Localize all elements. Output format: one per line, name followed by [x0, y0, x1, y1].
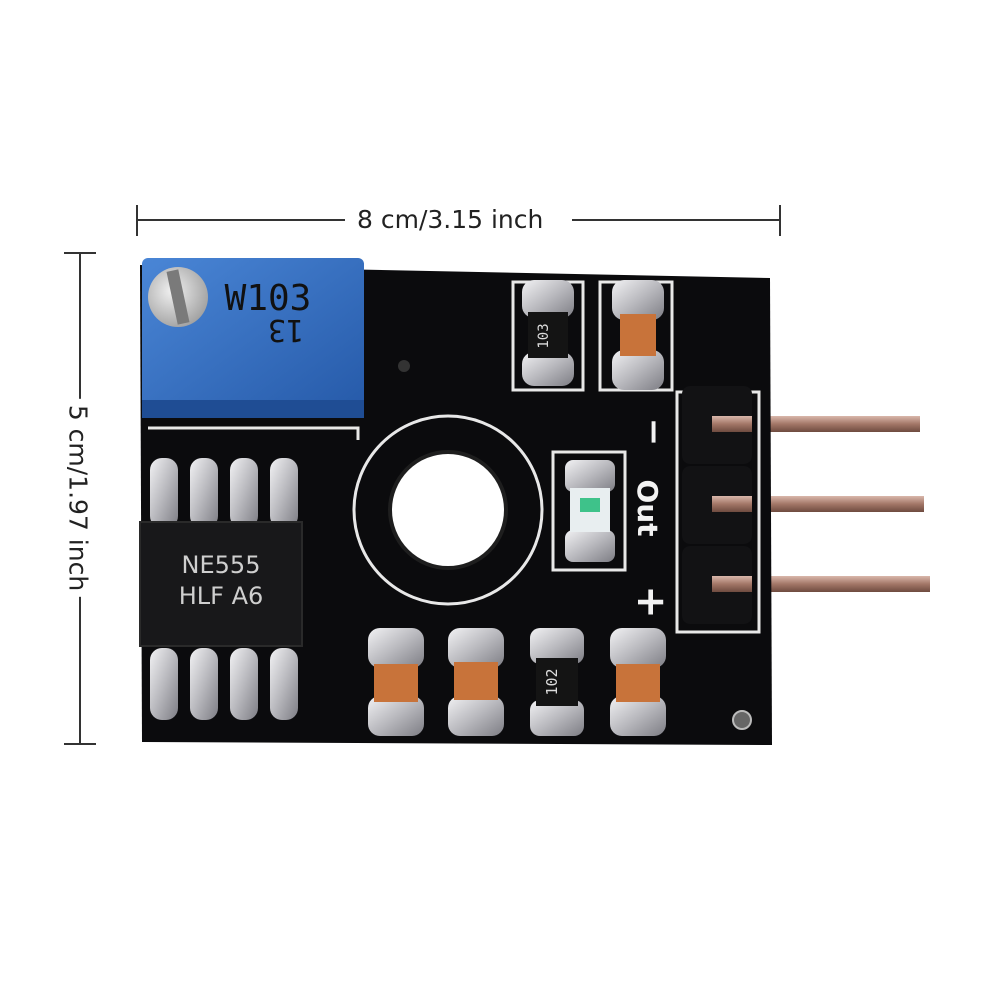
width-dimension-line — [136, 205, 781, 236]
top-capacitor — [612, 280, 664, 390]
height-dimension-label: 5 cm/1.97 inch — [63, 398, 93, 598]
top-resistor — [522, 280, 574, 386]
top-resistor-marking: 103 — [536, 323, 552, 348]
bottom-capacitor-3 — [610, 628, 666, 736]
bottom-capacitor-1 — [368, 628, 424, 736]
chip-marking-1: NE555 — [182, 551, 261, 579]
pin-label-minus: − — [634, 418, 674, 447]
width-dimension-label: 8 cm/3.15 inch — [357, 205, 544, 234]
pot-marking-1: W103 — [225, 278, 312, 319]
bottom-capacitor-2 — [448, 628, 504, 736]
pot-marking-2: 13 — [268, 312, 304, 347]
via — [398, 360, 410, 372]
chip-legs — [150, 458, 298, 720]
status-led — [565, 460, 615, 562]
potentiometer — [142, 258, 364, 418]
chip-marking-2: HLF A6 — [179, 582, 264, 610]
via — [732, 710, 752, 730]
pin-header — [682, 386, 752, 624]
ne555-chip — [139, 521, 303, 647]
bottom-resistor — [530, 628, 584, 736]
mounting-hole — [388, 450, 508, 570]
bottom-resistor-marking: 102 — [543, 668, 561, 695]
pin-label-plus: + — [628, 585, 674, 619]
pin-label-out: Out — [631, 479, 664, 536]
